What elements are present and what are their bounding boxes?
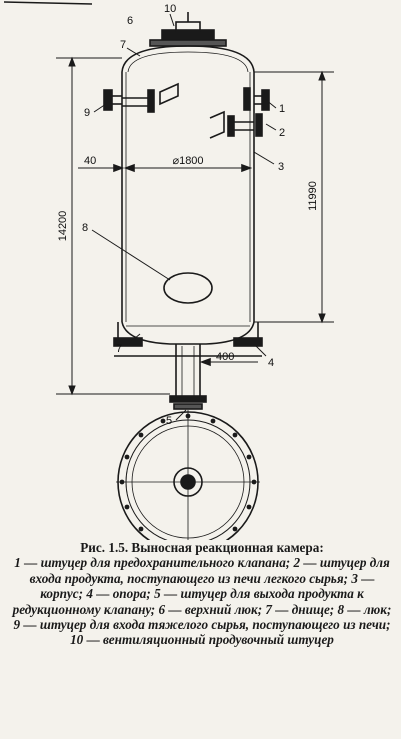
label-7-top: 7 — [120, 39, 126, 51]
label-2: 2 — [279, 127, 285, 139]
caption-title: Рис. 1.5. Выносная реакционная камера: — [80, 540, 324, 555]
figure-caption: Рис. 1.5. Выносная реакционная камера: 1… — [12, 540, 392, 648]
shell-height-dimension — [254, 70, 334, 324]
dim-nozzle-offset: 400 — [216, 351, 234, 363]
top-rule-line — [3, 1, 93, 5]
caption-legend: 1 — штуцер для предохранительного клапан… — [12, 555, 392, 648]
label-7-bottom: 7 — [116, 343, 122, 355]
side-manhole — [163, 272, 213, 304]
support-skirt — [113, 322, 263, 357]
label-3: 3 — [278, 161, 284, 173]
label-10: 10 — [164, 3, 176, 15]
relief-valve-nozzle — [243, 87, 270, 111]
dim-overall-height: 14200 — [57, 211, 69, 242]
label-8: 8 — [82, 222, 88, 234]
top-head — [121, 45, 255, 73]
plan-view — [116, 410, 260, 540]
dim-wall: 40 — [84, 155, 96, 167]
label-4: 4 — [268, 357, 274, 369]
outlet-nozzle — [169, 344, 207, 410]
reaction-chamber-drawing: 10 6 7 9 1 2 3 8 7 4 5 ⌀1800 40 400 1420… — [3, 1, 334, 540]
dim-diameter: ⌀1800 — [172, 155, 203, 167]
dim-shell-height: 11990 — [307, 181, 319, 211]
vessel-shell — [121, 72, 255, 322]
label-9: 9 — [84, 107, 90, 119]
bottom-head — [121, 321, 255, 345]
overall-height-dimension — [56, 56, 170, 396]
label-1: 1 — [279, 103, 285, 115]
label-6: 6 — [127, 15, 133, 27]
top-manhole — [149, 12, 227, 47]
heavy-feed-nozzle — [103, 82, 179, 113]
light-feed-nozzle — [209, 110, 263, 139]
label-5: 5 — [166, 415, 172, 427]
